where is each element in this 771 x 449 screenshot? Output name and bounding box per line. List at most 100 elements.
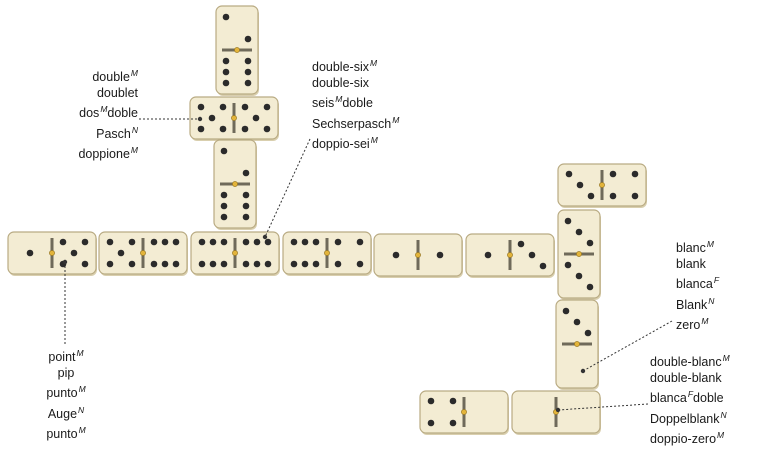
label-line: blancaF [676,272,719,292]
label-line: double-blank [650,370,730,386]
label-line: blancM [676,236,719,256]
label-line: seisMdoble [312,91,399,111]
tile-pin [232,250,237,255]
term-word: seis [312,96,334,110]
tile-pin [415,252,420,257]
tile-pin [231,115,236,120]
gender-marker: M [701,316,708,326]
term-word: double [92,70,130,84]
pip [82,261,89,268]
pip [221,192,228,199]
pip [245,36,252,43]
gender-marker: M [717,430,724,440]
pip [199,261,206,268]
term-word: pip [58,366,75,380]
label-line: pip [20,365,112,381]
pip [243,214,250,221]
gender-marker: M [723,353,730,363]
label-line: blancaFdoble [650,386,730,406]
pip [265,261,272,268]
domino-h-row-6 [466,234,555,278]
pip [151,239,158,246]
label-line: dosMdoble [20,101,138,121]
pip [242,104,249,111]
gender-marker: M [79,384,86,394]
tile-pin [49,250,54,255]
pip [27,250,34,257]
pip [313,261,320,268]
pip [585,330,592,337]
pip [291,261,298,268]
term-word: Blank [676,298,707,312]
term-word: double-blanc [650,355,722,369]
pip [118,250,125,257]
domino-h-double-five [190,97,279,141]
pip [198,126,205,133]
pip [221,214,228,221]
pip [199,239,206,246]
term-word: doppione [78,147,129,161]
label-line: SechserpaschM [312,112,399,132]
pip [518,241,525,248]
term-word: doublet [97,86,138,100]
pip [242,126,249,133]
term-word: blank [676,257,706,271]
term-word: dos [79,106,99,120]
gender-marker: M [79,425,86,435]
label-line: doppioneM [20,142,138,162]
leader-double-six-dot [263,235,267,239]
gender-marker: M [371,135,378,145]
term-word: Sechserpasch [312,117,391,131]
pip [563,308,570,315]
pip [221,148,228,155]
pip [245,80,252,87]
term-word: double-blank [650,371,722,385]
term-suffix: doble [107,106,138,120]
pip [265,239,272,246]
pip [335,239,342,246]
tile-pin [576,251,581,256]
term-word: double-six [312,60,369,74]
term-word: Auge [48,407,77,421]
pip [540,263,547,270]
pip [129,239,136,246]
label-double-six: double-sixMdouble-sixseisMdobleSechserpa… [312,55,399,152]
pip [610,171,617,178]
label-line: puntoM [20,381,112,401]
pip [588,193,595,200]
leader-blank-dot [581,369,585,373]
tile-pin [599,182,604,187]
domino-v-under-double [214,140,257,230]
pip [245,58,252,65]
pip [576,229,583,236]
pip [209,115,216,122]
label-line: doppio-seiM [312,132,399,152]
pip [587,284,594,291]
term-word: doppio-sei [312,137,370,151]
gender-marker: M [77,348,84,358]
label-line: double-six [312,75,399,91]
term-suffix: doble [342,96,373,110]
label-line: double-blancM [650,350,730,370]
pip [220,126,227,133]
tile-pin [140,250,145,255]
leader-double-six [265,139,310,237]
domino-h-top-right [558,164,647,208]
pip [254,239,261,246]
tile-pin [507,252,512,257]
label-line: puntoM [20,422,112,442]
gender-marker: N [708,296,714,306]
pip [576,273,583,280]
pip [428,398,435,405]
label-line: doublet [20,85,138,101]
domino-h-double-six [191,232,280,276]
tile-pin [232,181,237,186]
tile-pin [461,409,466,414]
pip [243,261,250,268]
label-double: doubleMdoubletdosMdoblePaschNdoppioneM [20,65,138,162]
domino-h-row-4 [283,232,372,276]
pip [485,252,492,259]
